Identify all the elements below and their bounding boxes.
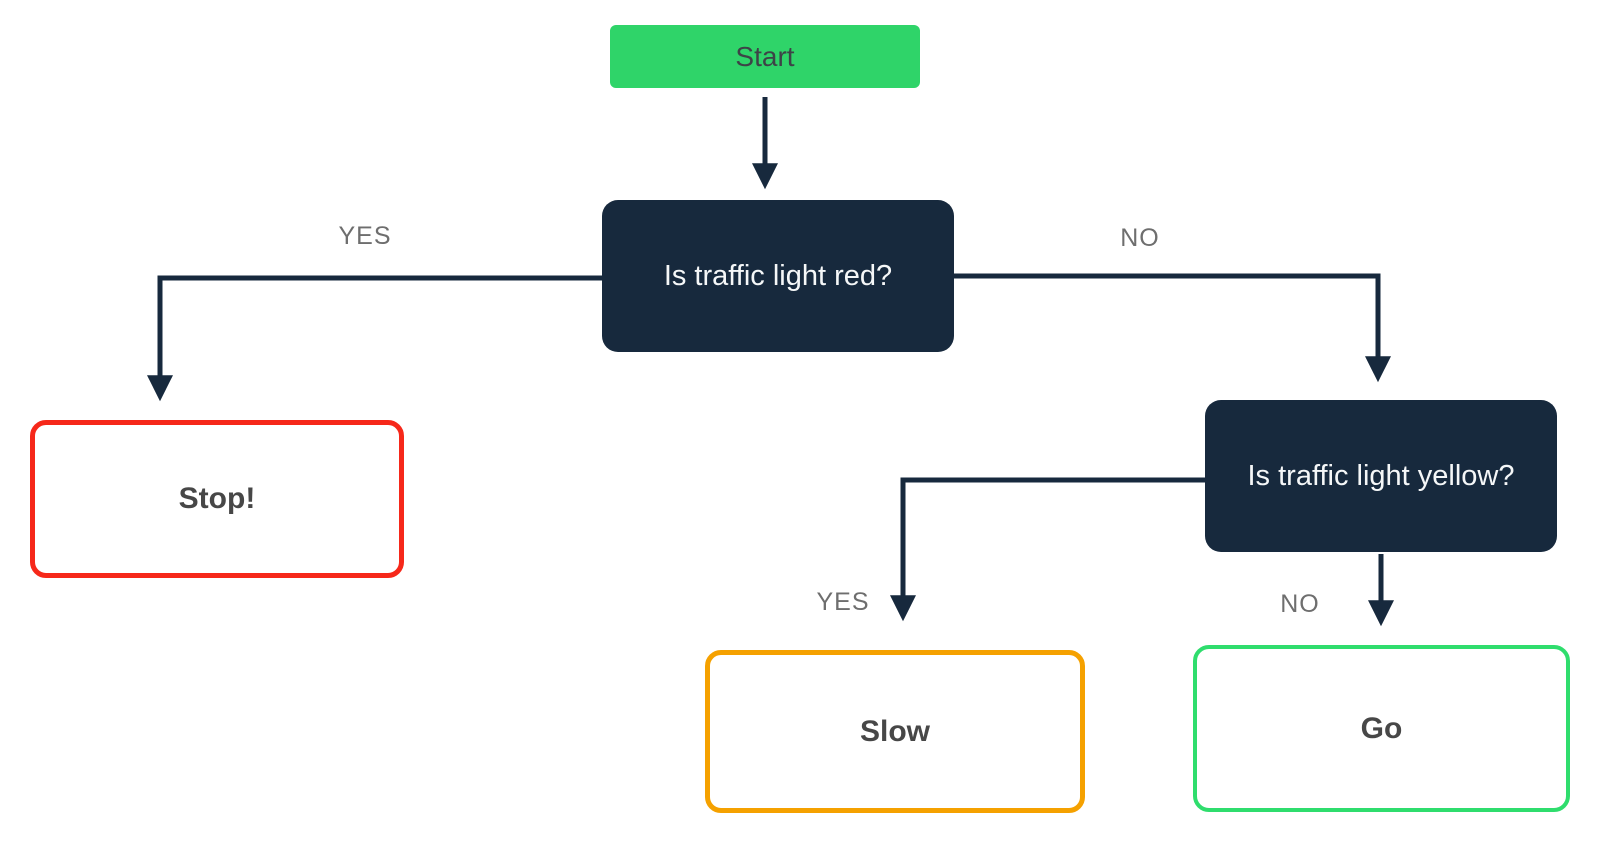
node-stop: Stop!: [30, 420, 404, 578]
node-go-label: Go: [1360, 711, 1403, 745]
edge-label-question-red-no: NO: [1120, 224, 1160, 252]
node-question-yellow-label: Is traffic light yellow?: [1247, 459, 1515, 492]
node-question-red-label: Is traffic light red?: [663, 259, 893, 292]
edge-question-yellow-yes: [890, 477, 1207, 622]
node-question-red: Is traffic light red?: [602, 200, 954, 352]
edge-label-question-yellow-no: NO: [1280, 590, 1320, 618]
node-stop-label: Stop!: [178, 482, 256, 515]
edge-question-red-no: [952, 273, 1391, 383]
node-start-label: Start: [735, 40, 795, 72]
edge-label-question-yellow-yes: YES: [816, 588, 870, 616]
node-go: Go: [1193, 645, 1570, 812]
edge-question-red-yes: [147, 275, 606, 402]
node-slow: Slow: [705, 650, 1085, 813]
node-start: Start: [610, 25, 920, 88]
node-slow-label: Slow: [859, 714, 930, 748]
node-question-yellow: Is traffic light yellow?: [1205, 400, 1557, 552]
edge-label-question-red-yes: YES: [338, 222, 392, 250]
